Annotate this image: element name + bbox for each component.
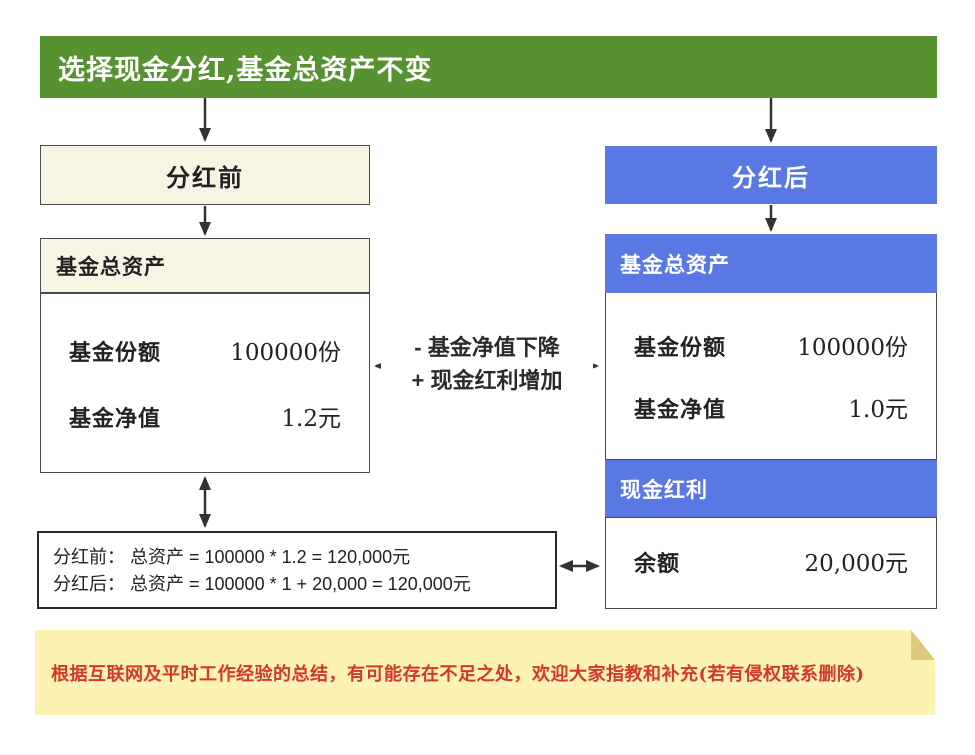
- before-nav-label: 基金净值: [69, 406, 162, 433]
- before-dividend-title: 分红前: [166, 162, 244, 192]
- after-nav-label: 基金净值: [634, 397, 727, 424]
- formula-before-line: 分红前： 总资产 = 100000 * 1.2 = 120,000元: [53, 547, 411, 567]
- before-shares-row: 基金份额 100000份: [69, 333, 341, 367]
- before-nav-row: 基金净值 1.2元: [69, 399, 341, 433]
- after-assets-header: 基金总资产: [605, 234, 937, 293]
- formula-box: 分红前： 总资产 = 100000 * 1.2 = 120,000元 分红后： …: [37, 531, 557, 609]
- after-shares-row: 基金份额 100000份: [634, 328, 908, 362]
- footnote-sticky-note: 根据互联网及平时工作经验的总结，有可能存在不足之处，欢迎大家指教和补充(若有侵权…: [35, 630, 935, 715]
- before-nav-value: 1.2元: [281, 406, 341, 433]
- change-annotation-line2: + 现金红利增加: [411, 368, 563, 393]
- after-dividend-title-box: 分红后: [605, 146, 937, 204]
- after-shares-label: 基金份额: [634, 334, 727, 361]
- cash-dividend-header: 现金红利: [605, 460, 937, 517]
- before-dividend-title-box: 分红前: [40, 145, 370, 205]
- balance-panel: 余额 20,000元: [605, 517, 937, 609]
- after-shares-value: 100000份: [797, 334, 908, 361]
- title-banner: 选择现金分红,基金总资产不变: [40, 36, 937, 98]
- before-values-panel: 基金份额 100000份 基金净值 1.2元: [40, 293, 370, 473]
- balance-value: 20,000元: [804, 551, 908, 577]
- cash-dividend-header-label: 现金红利: [620, 476, 708, 502]
- before-shares-value: 100000份: [230, 339, 341, 366]
- after-dividend-title: 分红后: [732, 162, 810, 192]
- change-annotation-line1: - 基金净值下降: [414, 335, 560, 360]
- after-nav-row: 基金净值 1.0元: [634, 390, 908, 424]
- before-shares-label: 基金份额: [69, 339, 162, 366]
- change-annotation: - 基金净值下降 + 现金红利增加: [381, 331, 593, 397]
- note-folded-corner: [911, 630, 935, 660]
- page-title: 选择现金分红,基金总资产不变: [58, 54, 433, 86]
- after-assets-header-label: 基金总资产: [620, 251, 730, 277]
- footnote-text: 根据互联网及平时工作经验的总结，有可能存在不足之处，欢迎大家指教和补充(若有侵权…: [51, 663, 865, 685]
- after-nav-value: 1.0元: [848, 397, 908, 424]
- before-assets-header: 基金总资产: [40, 238, 370, 293]
- after-values-panel: 基金份额 100000份 基金净值 1.0元: [605, 293, 937, 460]
- balance-row: 余额 20,000元: [634, 544, 908, 578]
- before-assets-header-label: 基金总资产: [56, 253, 166, 279]
- formula-after-line: 分红后： 总资产 = 100000 * 1 + 20,000 = 120,000…: [53, 574, 471, 594]
- balance-label: 余额: [634, 551, 681, 577]
